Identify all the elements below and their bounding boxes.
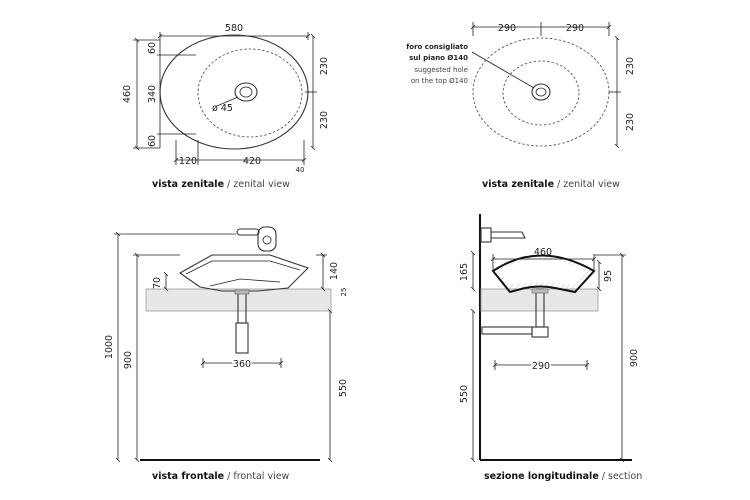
caption-frontal: vista frontale / frontal view xyxy=(152,471,290,482)
faucet-plate xyxy=(257,226,277,252)
suggested-hole-inner xyxy=(535,87,547,97)
section-faucet-base xyxy=(480,227,492,243)
dim-340-label: 340 xyxy=(147,85,158,103)
dim-40-label: 40 xyxy=(296,166,305,174)
dim-290-left-label: 290 xyxy=(498,23,516,34)
dim-420-label: 420 xyxy=(243,156,261,167)
dim-230-bottom-label: 230 xyxy=(319,111,330,129)
suggested-hole xyxy=(531,83,551,101)
dim-900-label: 900 xyxy=(123,351,134,369)
dim-70-label: 70 xyxy=(152,277,163,289)
frontal-view: 1000 900 70 140 25 360 550 vista frontal… xyxy=(104,226,349,482)
basin-inner-dashed xyxy=(502,60,580,126)
dim-290-section-label: 290 xyxy=(532,361,550,372)
caption-section: sezione longitudinale / section xyxy=(484,471,642,482)
dim-460-section-label: 460 xyxy=(534,247,552,258)
dim-1000-label: 1000 xyxy=(104,335,115,359)
note-leader-line xyxy=(471,51,535,89)
dim-140-label: 140 xyxy=(329,262,340,280)
dim-hole-45-label: ø 45 xyxy=(212,103,233,114)
section-faucet-spout xyxy=(491,231,526,239)
dim-230-top-r-label: 230 xyxy=(625,57,636,75)
dim-95-label: 95 xyxy=(603,270,614,282)
dim-230-bottom-r-label: 230 xyxy=(625,113,636,131)
drain-hole-inner xyxy=(239,86,253,98)
basin-inner-outline xyxy=(197,48,303,138)
note-en-line1: suggested hole xyxy=(414,66,468,74)
section-waste-pipe xyxy=(481,326,533,335)
dim-550-section-label: 550 xyxy=(459,385,470,403)
dim-60-top-label: 60 xyxy=(147,42,158,54)
faucet-spout xyxy=(236,228,260,236)
zenital-view-left: 580 460 60 340 60 230 230 120 420 40 ø 4… xyxy=(122,23,330,190)
section-trap xyxy=(531,326,549,338)
dim-580-label: 580 xyxy=(225,23,243,34)
dim-165-label: 165 xyxy=(459,263,470,281)
zenital-view-right: 290 290 230 230 foro consigliato sul pia… xyxy=(406,22,636,190)
dim-230-top-label: 230 xyxy=(319,57,330,75)
basin-outer-outline xyxy=(159,34,309,150)
dim-900-section-label: 900 xyxy=(629,349,640,367)
dim-120-label: 120 xyxy=(179,156,197,167)
note-it-line2: sul piano Ø140 xyxy=(409,54,468,62)
dim-60-bottom-label: 60 xyxy=(147,135,158,147)
basin-profile xyxy=(178,254,310,292)
dim-290-right-label: 290 xyxy=(566,23,584,34)
note-it-line1: foro consigliato xyxy=(406,43,468,51)
drain-hole xyxy=(234,82,258,102)
dim-25-label: 25 xyxy=(340,288,348,297)
caption-zenital-right: vista zenitale / zenital view xyxy=(482,179,620,190)
trap-body xyxy=(235,322,249,354)
dim-550-label: 550 xyxy=(338,379,349,397)
dim-360-label: 360 xyxy=(233,359,251,370)
basin-outer-dashed xyxy=(472,37,610,147)
caption-zenital-left: vista zenitale / zenital view xyxy=(152,179,290,190)
note-en-line2: on the top Ø140 xyxy=(411,77,468,85)
dim-460-label: 460 xyxy=(122,85,133,103)
section-view: 460 165 95 290 550 900 sezione longitudi… xyxy=(459,214,642,482)
